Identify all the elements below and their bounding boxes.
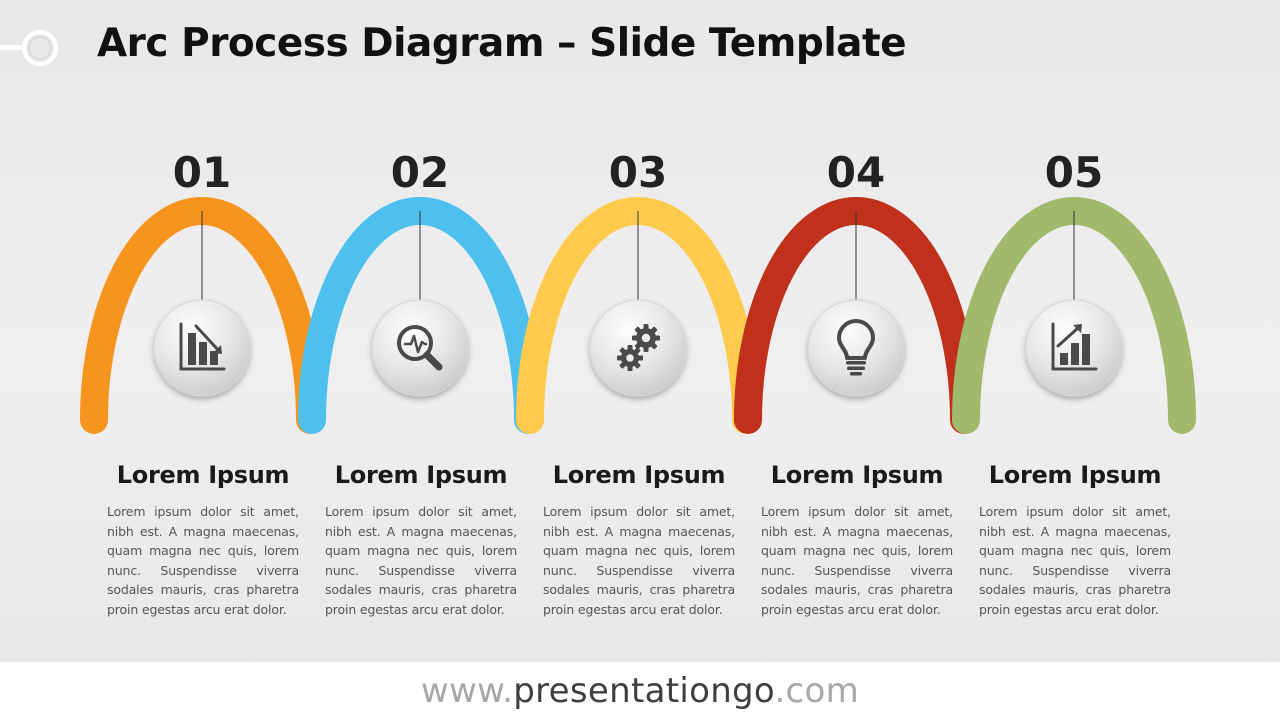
- step-body-5: Lorem ipsum dolor sit amet, nibh est. A …: [979, 504, 1171, 617]
- footer-brand: presentationgo: [513, 671, 775, 711]
- icon-circle-3: [589, 299, 687, 397]
- footer-website[interactable]: www.presentationgo.com: [0, 662, 1280, 720]
- step-number-5: 05: [1045, 148, 1103, 197]
- gears-icon: [617, 324, 660, 371]
- slide-title: Arc Process Diagram – Slide Template: [97, 21, 907, 66]
- step-number-1: 01: [173, 148, 231, 197]
- magnifier-pulse-icon: [397, 325, 443, 371]
- icon-circle-4: [807, 299, 905, 397]
- bar-chart-up-icon: [1051, 322, 1098, 371]
- step-body-1: Lorem ipsum dolor sit amet, nibh est. A …: [107, 504, 299, 617]
- bar-chart-down-icon: [179, 322, 226, 371]
- icon-circle-1: [153, 299, 251, 397]
- step-heading-4: Lorem Ipsum: [770, 461, 944, 489]
- step-heading-5: Lorem Ipsum: [988, 461, 1162, 489]
- footer-suffix: .com: [774, 671, 860, 711]
- step-heading-1: Lorem Ipsum: [116, 461, 290, 489]
- step-number-2: 02: [391, 148, 449, 197]
- step-body-3: Lorem ipsum dolor sit amet, nibh est. A …: [543, 504, 735, 617]
- key-ornament-icon: [0, 30, 58, 66]
- step-heading-2: Lorem Ipsum: [334, 461, 508, 489]
- step-number-4: 04: [827, 148, 885, 197]
- footer-prefix: www.: [420, 671, 514, 711]
- step-body-2: Lorem ipsum dolor sit amet, nibh est. A …: [325, 504, 517, 617]
- icon-circle-2: [371, 299, 469, 397]
- icon-circle-5: [1025, 299, 1123, 397]
- arc-process-diagram: 01 02 03 04 05: [80, 148, 1196, 434]
- step-heading-3: Lorem Ipsum: [552, 461, 726, 489]
- step-number-3: 03: [609, 148, 667, 197]
- lightbulb-icon: [837, 319, 875, 376]
- step-body-4: Lorem ipsum dolor sit amet, nibh est. A …: [761, 504, 953, 617]
